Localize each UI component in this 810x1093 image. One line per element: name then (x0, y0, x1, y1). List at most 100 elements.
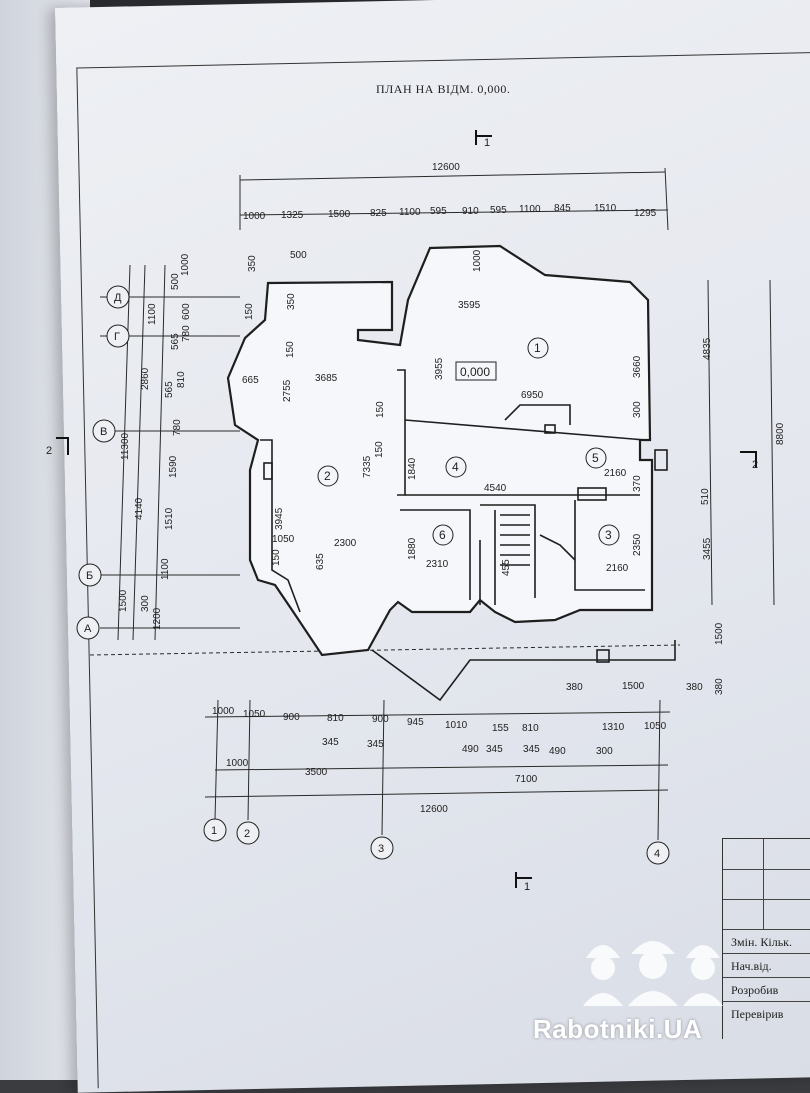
dim-left-500: 500 (170, 273, 181, 290)
dim-left-780b: 780 (172, 419, 183, 436)
dim-left-1100b: 1100 (160, 558, 171, 580)
dim-int-3660: 3660 (632, 355, 643, 378)
dim-int-350b: 350 (286, 293, 297, 310)
dim-left-2860: 2860 (140, 367, 151, 390)
dim-bot-overall: 12600 (420, 804, 448, 815)
axis-label-d: Д (114, 292, 122, 304)
dim-top-11: 1510 (594, 203, 617, 214)
axis-label-1: 1 (211, 825, 217, 837)
dim-int-1050: 1050 (272, 534, 295, 545)
dim-inner-500: 500 (290, 250, 307, 261)
room-4: 4 (452, 460, 459, 474)
dim-right-380: 380 (714, 678, 725, 695)
dim-int-455: 455 (501, 559, 512, 576)
dim-top-7: 910 (462, 206, 479, 217)
axis-label-v: В (100, 426, 107, 438)
axis-label-b: Б (86, 570, 93, 582)
dim-left-1590: 1590 (168, 455, 179, 478)
axis-label-g: Г (114, 331, 120, 343)
dim-int-150a: 150 (244, 303, 255, 320)
dim-int-3685: 3685 (315, 373, 338, 384)
stamp-row-checked: Перевірив (723, 1001, 810, 1025)
dim-bot-345c: 345 (486, 744, 503, 755)
room-3: 3 (605, 528, 612, 542)
dim-int-7335: 7335 (362, 455, 373, 478)
dim-int-150d: 150 (374, 441, 385, 458)
dim-int-3945: 3945 (274, 507, 285, 530)
room-1: 1 (534, 341, 541, 355)
axis-label-3: 3 (378, 843, 384, 855)
watermark-text: Rabotniki.UA (533, 1014, 703, 1044)
dim-int-350a: 350 (247, 255, 258, 272)
dim-top-2: 1325 (281, 210, 304, 221)
dim-inner-3595: 3595 (458, 300, 481, 311)
dim-bot-900a: 900 (283, 712, 300, 723)
dim-left-4140: 4140 (134, 497, 145, 520)
dim-right-1500: 1500 (714, 622, 725, 645)
dim-int-2300: 2300 (334, 538, 357, 549)
dim-top-overall: 12600 (432, 162, 460, 173)
dim-int-2350: 2350 (632, 533, 643, 556)
room-2: 2 (324, 469, 331, 483)
dim-top-8: 595 (490, 205, 507, 216)
dim-bot2-7100: 7100 (515, 774, 538, 785)
dim-left-overall: 11300 (120, 432, 131, 460)
dim-bot2-3500: 3500 (305, 767, 328, 778)
dim-right-3455: 3455 (702, 537, 713, 560)
dim-inner-6950: 6950 (521, 390, 544, 401)
section-mark-right: 2 (752, 459, 758, 471)
dim-bot-490a: 490 (462, 744, 479, 755)
dim-bot-380b: 380 (686, 682, 703, 693)
dim-left-300: 300 (140, 595, 151, 612)
dim-bot-490b: 490 (549, 746, 566, 757)
dim-bot-345d: 345 (523, 744, 540, 755)
dim-left-780a: 780 (181, 325, 192, 342)
dim-int-1880: 1880 (407, 537, 418, 560)
dim-left-1100a: 1100 (147, 303, 158, 325)
title-block: Змін. Кільк. Нач.від. Розробив Перевірив (722, 838, 810, 1039)
axis-label-4: 4 (654, 848, 660, 860)
dim-int-1840: 1840 (407, 457, 418, 480)
dim-inner-1000: 1000 (472, 249, 483, 272)
stamp-row-changes: Змін. Кільк. (723, 929, 810, 953)
dim-top-5: 1100 (399, 207, 421, 218)
dim-left-1200: 1200 (152, 607, 163, 630)
dim-top-6: 595 (430, 206, 447, 217)
stamp-row-head: Нач.від. (723, 953, 810, 977)
dim-int-2160a: 2160 (604, 468, 627, 479)
dim-int-300: 300 (632, 401, 643, 418)
dim-top-9: 1100 (519, 204, 541, 215)
dim-top-4: 825 (370, 208, 387, 219)
title-block-grid (723, 839, 810, 930)
dim-int-2160b: 2160 (606, 563, 629, 574)
dim-top-12: 1295 (634, 208, 657, 219)
dim-right-510: 510 (700, 488, 711, 505)
room-5: 5 (592, 451, 599, 465)
dim-bot-1310: 1310 (602, 722, 625, 733)
section-mark-left: 2 (46, 445, 52, 457)
dim-top-3: 1500 (328, 209, 351, 220)
dim-bot-945: 945 (407, 717, 424, 728)
dim-bot-900b: 900 (372, 714, 389, 725)
section-mark-bottom: 1 (524, 881, 530, 893)
dim-bot-345b: 345 (367, 739, 384, 750)
dim-int-150c: 150 (375, 401, 386, 418)
dim-bot-810a: 810 (327, 713, 344, 724)
dim-int-150b: 150 (285, 341, 296, 358)
axis-label-a: А (84, 623, 92, 635)
room-6: 6 (439, 528, 446, 542)
dim-int-1000: 1000 (180, 253, 191, 276)
dim-int-2755: 2755 (282, 379, 293, 402)
dim-int-4540: 4540 (484, 483, 507, 494)
dim-bot2-1000: 1000 (226, 758, 249, 769)
dim-int-665: 665 (242, 375, 259, 386)
dim-bot-1500: 1500 (622, 681, 645, 692)
stamp-row-developed: Розробив (723, 977, 810, 1001)
plan-title: ПЛАН НА ВІДМ. 0,000. (376, 82, 511, 96)
dim-bot-1050: 1050 (243, 709, 266, 720)
section-mark-top: 1 (484, 137, 490, 149)
dim-top-1: 1000 (243, 211, 266, 222)
dim-bot-345a: 345 (322, 737, 339, 748)
dim-bot-155: 155 (492, 723, 509, 734)
